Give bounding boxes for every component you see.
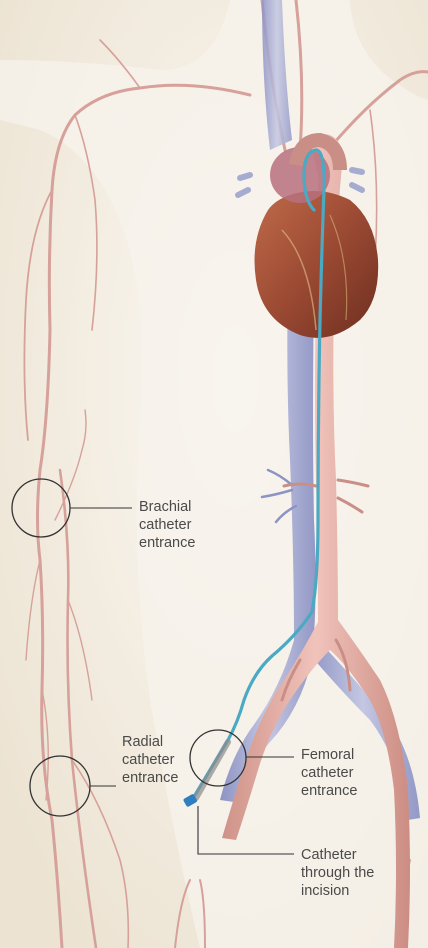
label-line: entrance — [301, 782, 357, 800]
label-line: incision — [301, 882, 374, 900]
label-line: Catheter — [301, 846, 374, 864]
label-line: Brachial — [139, 498, 195, 516]
brachial-entrance-label: Brachial catheter entrance — [139, 498, 195, 552]
label-line: entrance — [122, 769, 178, 787]
label-line: Femoral — [301, 746, 357, 764]
label-line: catheter — [122, 751, 178, 769]
label-line: catheter — [139, 516, 195, 534]
label-line: catheter — [301, 764, 357, 782]
incision-label: Catheter through the incision — [301, 846, 374, 900]
radial-entrance-label: Radial catheter entrance — [122, 733, 178, 787]
label-line: entrance — [139, 534, 195, 552]
label-line: Radial — [122, 733, 178, 751]
label-line: through the — [301, 864, 374, 882]
femoral-entrance-label: Femoral catheter entrance — [301, 746, 357, 800]
